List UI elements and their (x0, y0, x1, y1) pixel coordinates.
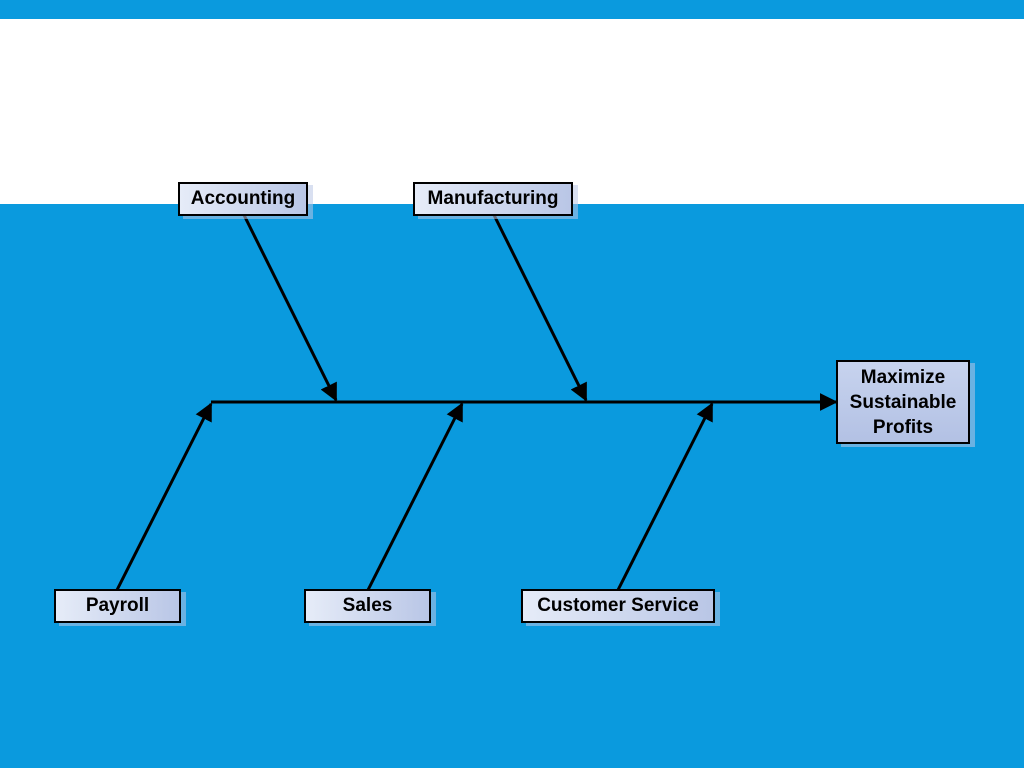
bone-accounting (242, 214, 338, 402)
bone-customer-service (616, 402, 714, 591)
cause-box-manufacturing: Manufacturing (413, 182, 573, 216)
bone-manufacturing (492, 214, 588, 402)
cause-box-customer-service: Customer Service (521, 589, 715, 623)
effect-label: Maximize Sustainable Profits (849, 366, 957, 438)
cause-label: Accounting (190, 188, 296, 209)
cause-box-sales: Sales (304, 589, 431, 623)
bone-payroll (115, 402, 213, 591)
title-band (0, 19, 1024, 204)
cause-label: Payroll (85, 595, 150, 616)
cause-box-payroll: Payroll (54, 589, 181, 623)
cause-box-accounting: Accounting (178, 182, 308, 216)
bone-sales (366, 402, 464, 591)
cause-label: Manufacturing (427, 188, 559, 209)
cause-label: Customer Service (537, 595, 699, 616)
cause-label: Sales (342, 595, 393, 616)
effect-box: Maximize Sustainable Profits (836, 360, 970, 444)
